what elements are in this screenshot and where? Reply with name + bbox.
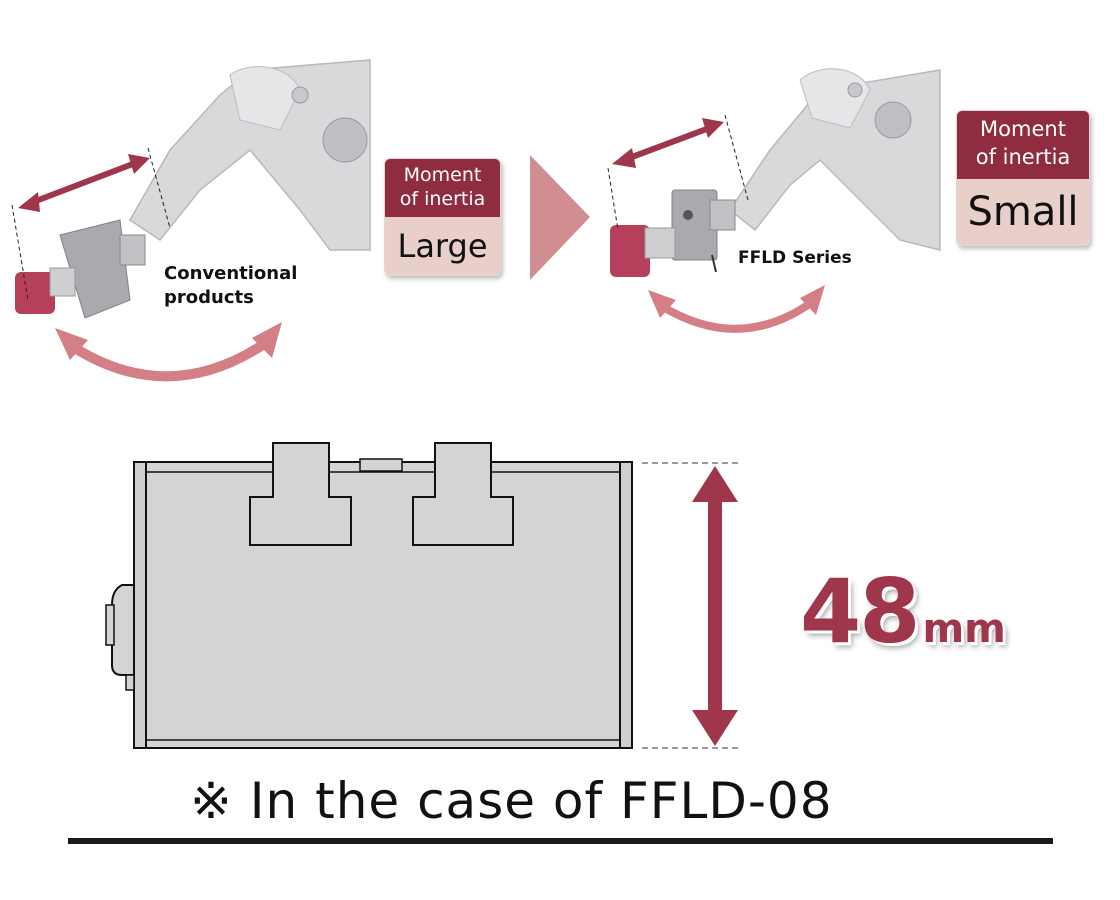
dimension-value: 48 <box>800 560 920 663</box>
fflds-robot-illustration <box>607 68 941 333</box>
moi-large-value: Large <box>385 217 500 275</box>
fflds-series-label: FFLD Series <box>738 248 852 268</box>
moi-large-box: Moment of inertia Large <box>384 158 501 276</box>
ffld-08-side-view-drawing <box>105 442 742 749</box>
transition-arrow-icon <box>530 155 590 280</box>
dimension-unit: mm <box>922 606 1006 652</box>
moi-small-value: Small <box>957 179 1089 245</box>
footnote: ※ In the case of FFLD-08 <box>190 772 833 830</box>
bottom-rule <box>68 838 1053 844</box>
conventional-robot-illustration <box>11 59 371 382</box>
moi-small-title: Moment of inertia <box>957 111 1089 179</box>
moi-large-title: Moment of inertia <box>385 159 500 217</box>
conventional-products-label: Conventional products <box>164 263 298 308</box>
moi-small-box: Moment of inertia Small <box>956 110 1090 246</box>
